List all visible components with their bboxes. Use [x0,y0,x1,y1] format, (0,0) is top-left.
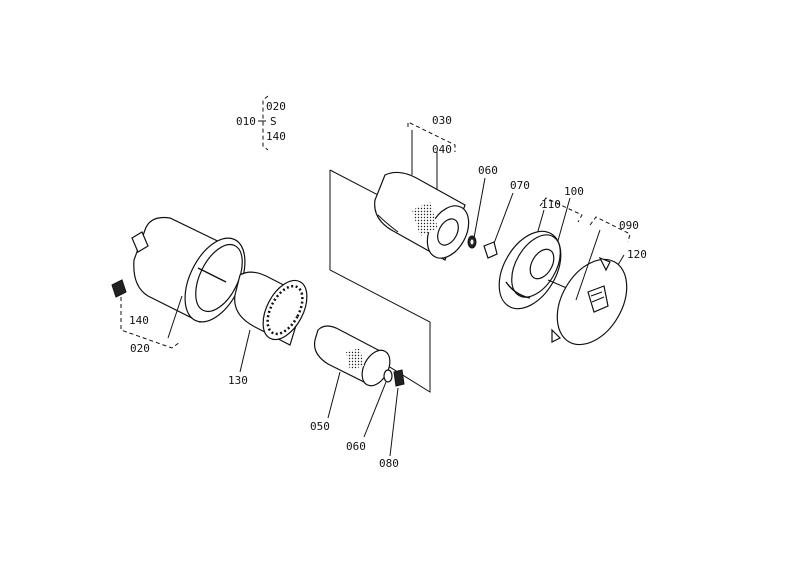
leader-060-bottom [363,381,387,438]
label-050: 050 [310,420,330,433]
leader-090 [575,229,601,301]
bracket-030 [407,121,456,152]
leader-020 [167,295,183,339]
label-040: 040 [432,143,452,156]
end-cap [551,216,631,346]
part-labels: 030 040 060 070 100 110 090 120 140 020 … [129,114,647,470]
ref-from-label: 020 [266,100,286,113]
leader-060-top [473,177,486,239]
washer-060-bottom [383,369,393,383]
leader-130 [239,329,251,373]
label-100: 100 [564,185,584,198]
bracket-140-020 [120,297,181,349]
label-080: 080 [379,457,399,470]
wing-nut-070 [483,241,498,259]
cover-lip [505,281,531,299]
ref-bracket [262,95,269,151]
label-020: 020 [130,342,150,355]
cover-hub [529,248,555,280]
bracket-090 [589,216,631,243]
label-060-bottom: 060 [346,440,366,453]
nut-080 [393,369,405,387]
cover-assembly [498,197,591,310]
label-070: 070 [510,179,530,192]
upper-filter-element [374,121,470,261]
housing-stud [197,267,227,283]
leader-080 [389,387,399,457]
precleaner-vane-ring [262,279,308,341]
lower-filter-element [313,325,405,457]
label-120: 120 [627,248,647,261]
cap-badge-lines [590,291,605,303]
label-060-top: 060 [478,164,498,177]
leader-070 [492,192,514,247]
reference-group: 010 020 S 140 [236,95,286,151]
label-130: 130 [228,374,248,387]
bracket-110 [539,197,583,223]
housing [111,216,246,349]
upper-element-bore [437,218,459,246]
upper-small-parts [467,177,514,259]
valve-140 [111,279,127,298]
housing-inlet [131,231,149,253]
upper-element-mesh [412,202,438,236]
ref-to-label: 140 [266,130,286,143]
washer-060-top-hole [470,239,474,245]
precleaner [234,271,308,373]
leader-050 [327,371,341,419]
label-090: 090 [619,219,639,232]
cap-clip-top [598,256,611,272]
upper-element-seam [377,214,399,233]
ref-separator-label: S [270,115,277,128]
lower-element-mesh [346,348,364,370]
precleaner-vanes [266,284,304,336]
label-140: 140 [129,314,149,327]
label-030: 030 [432,114,452,127]
ref-main-label: 010 [236,115,256,128]
label-110: 110 [541,198,561,211]
cap-clip-bottom [551,328,562,343]
